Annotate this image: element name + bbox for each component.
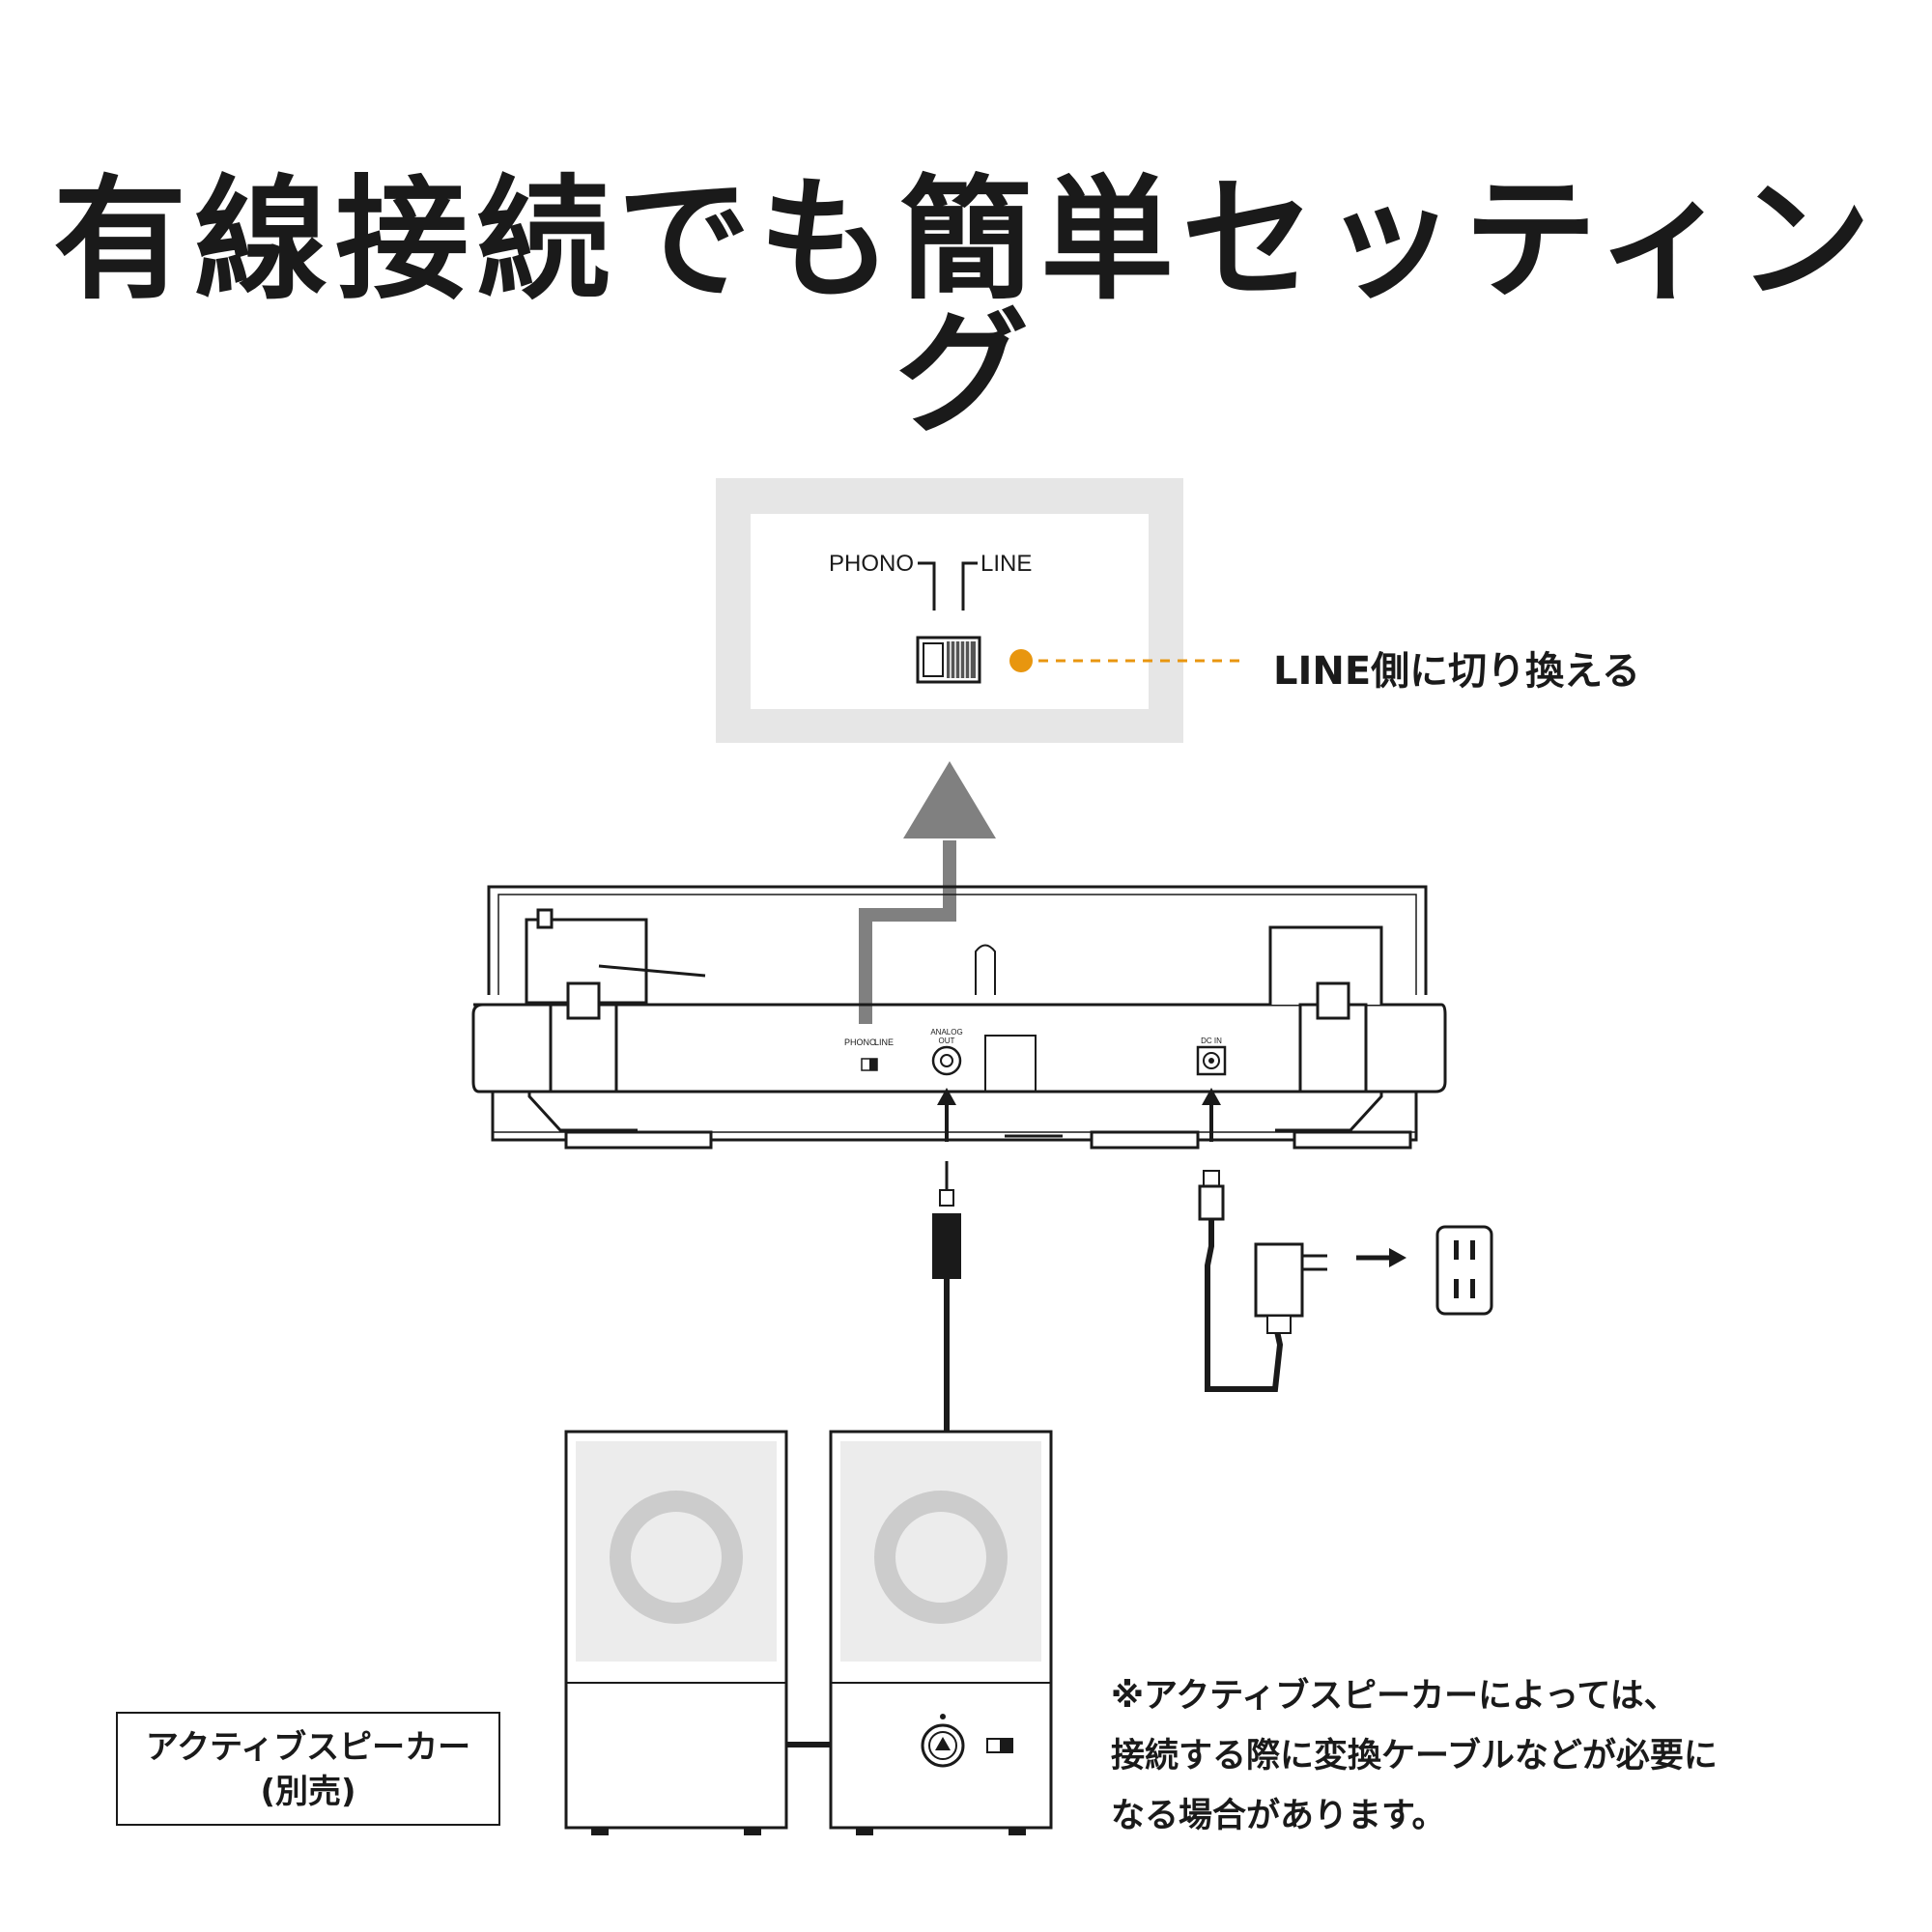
audio-connection-arrow: [937, 1088, 956, 1142]
arrow-to-outlet: [1356, 1248, 1406, 1267]
speaker-left: [564, 1430, 788, 1835]
power-connection-arrow: [1202, 1088, 1221, 1142]
analog-out-label-2: OUT: [939, 1037, 955, 1045]
dc-in-label: DC IN: [1201, 1037, 1222, 1045]
speaker-volume-knob[interactable]: [921, 1714, 965, 1768]
turntable-rear: [471, 885, 1447, 1150]
wall-outlet-icon: [1435, 1225, 1493, 1316]
speaker-label-line1: アクティブスピーカー: [145, 1728, 471, 1767]
note-line2: 接続する際に変換ケーブルなどが必要に: [1111, 1737, 1718, 1776]
switch-zoom-panel: PHONO LINE: [716, 478, 1244, 743]
phono-label: PHONO: [829, 551, 914, 577]
ac-adapter: [1254, 1242, 1327, 1334]
rear-line-label: LINE: [874, 1037, 894, 1047]
page-title: 有線接続でも簡単セッティング: [53, 162, 1879, 451]
line-label: LINE: [980, 551, 1032, 577]
analog-out-label-1: ANALOG: [930, 1028, 962, 1037]
speaker-power-switch[interactable]: [986, 1738, 1013, 1753]
speaker-label-box: アクティブスピーカー (別売): [116, 1712, 500, 1826]
rear-phono-label: PHONO: [844, 1037, 876, 1047]
speaker-label-line2: (別売): [260, 1773, 356, 1811]
note-line1: ※アクティブスピーカーによっては、: [1111, 1677, 1678, 1716]
note-text: ※アクティブスピーカーによっては、 接続する際に変換ケーブルなどが必要に なる場…: [1111, 1666, 1718, 1846]
dc-power-cable: [1198, 1170, 1284, 1392]
selector-switch[interactable]: [916, 636, 981, 684]
analog-out-jack[interactable]: [931, 1045, 962, 1076]
note-line3: なる場合があります。: [1111, 1797, 1446, 1835]
switch-callout-text: LINE側に切り換える: [1273, 649, 1640, 694]
audio-cable-plug: [932, 1161, 961, 1432]
zoom-indicator-arrow: [859, 761, 996, 1024]
callout-dot: [1009, 649, 1033, 672]
speaker-right: [829, 1430, 1053, 1835]
dc-in-jack[interactable]: [1196, 1045, 1227, 1076]
